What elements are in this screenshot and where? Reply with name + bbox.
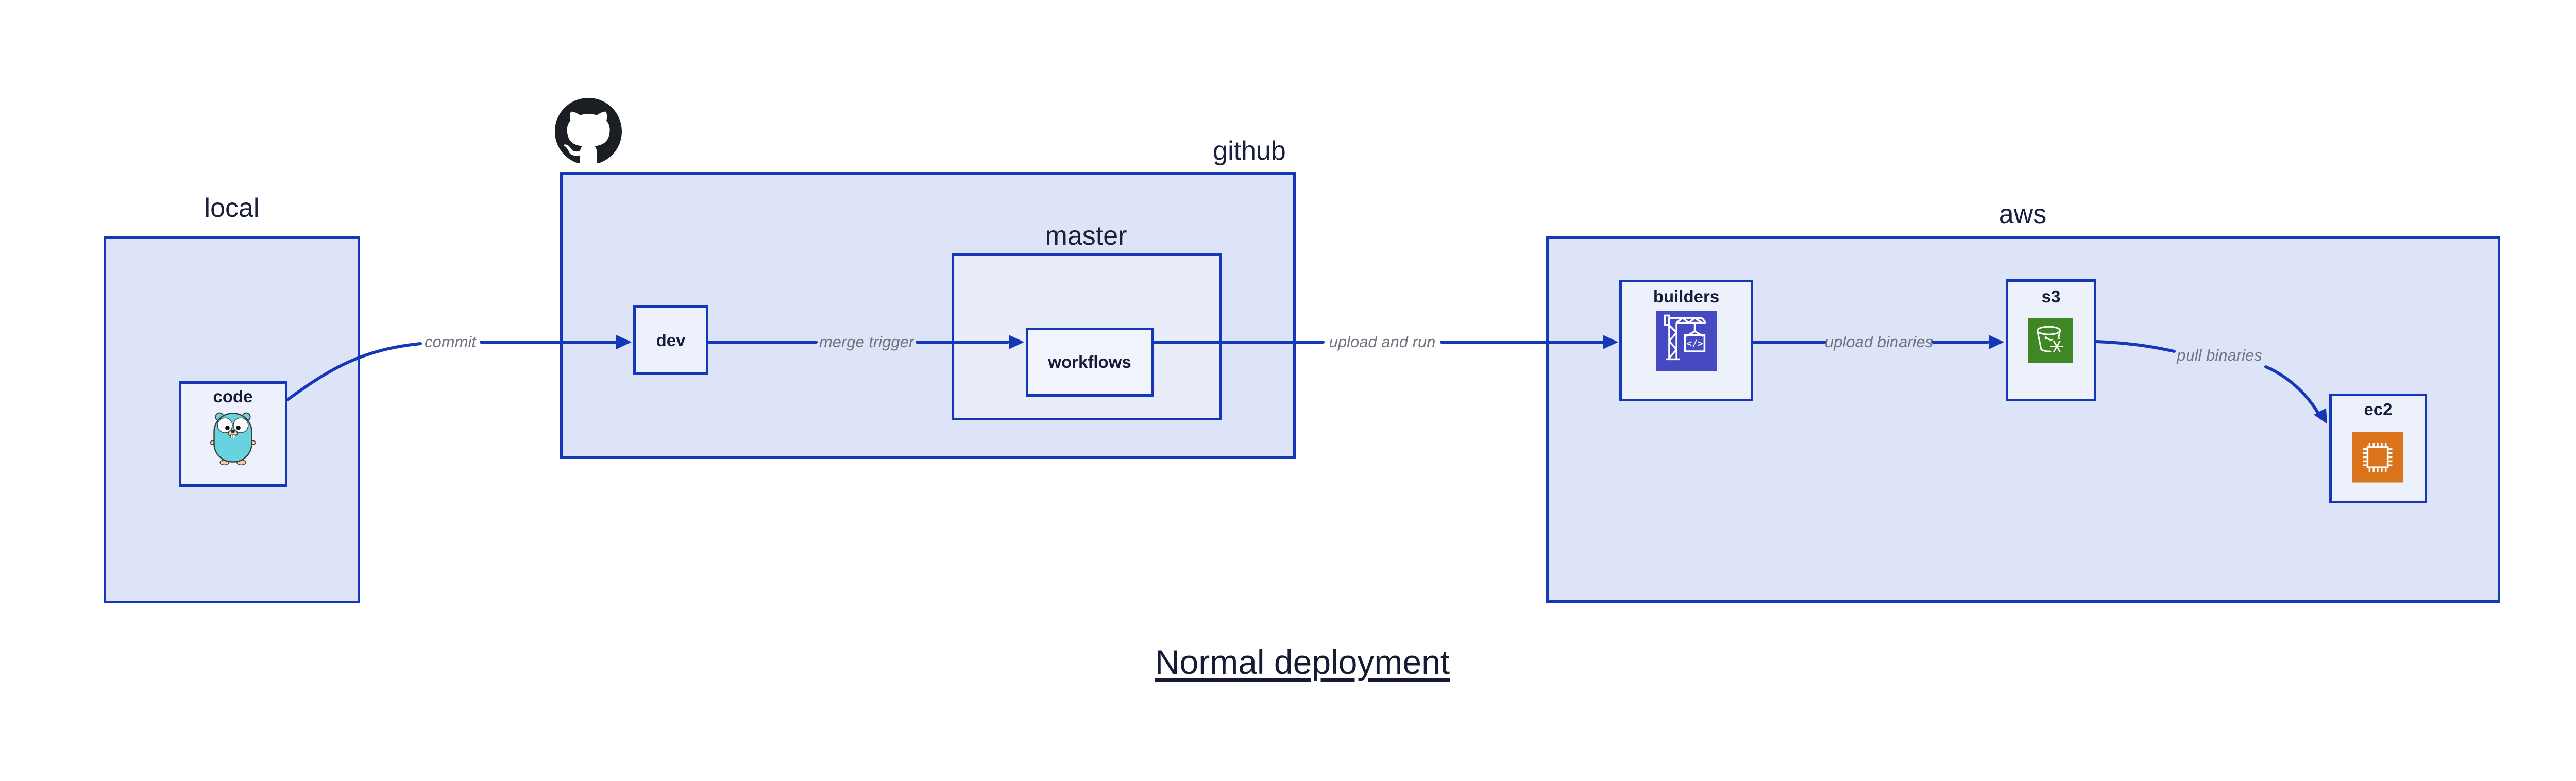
upload-binaries-edge-label: upload binaries	[1824, 333, 1934, 351]
commit-edge-label: commit	[425, 333, 476, 351]
page-title: Normal deployment	[1155, 643, 1450, 681]
code-node-label: code	[213, 387, 253, 406]
aws-group-label: aws	[1998, 199, 2047, 229]
merge-trigger-edge-label: merge trigger	[819, 333, 914, 351]
pull-binaries-edge-label: pull binaries	[2177, 346, 2262, 364]
codebuild-code-glyph: </>	[1687, 339, 1703, 349]
codebuild-crane-icon: </>	[1656, 311, 1717, 371]
dev-node-label: dev	[656, 331, 686, 350]
builders-node-box	[1619, 280, 1753, 401]
github-logo-icon	[555, 98, 622, 163]
ec2-node-label: ec2	[2364, 400, 2393, 419]
builders-node-label: builders	[1653, 287, 1720, 306]
github-group-label: github	[1213, 136, 1286, 166]
workflows-node-box	[1026, 328, 1154, 397]
master-group-label: master	[1045, 221, 1127, 251]
s3-node-label: s3	[2041, 287, 2061, 306]
workflows-node-label: workflows	[1048, 352, 1131, 371]
local-group-label: local	[204, 193, 260, 223]
upload-and-run-edge-label: upload and run	[1329, 333, 1436, 351]
ec2-chip-icon	[2352, 432, 2403, 483]
go-gopher-icon	[210, 412, 256, 466]
s3-glacier-bucket-icon	[2028, 318, 2073, 363]
dev-node-box	[633, 305, 708, 375]
